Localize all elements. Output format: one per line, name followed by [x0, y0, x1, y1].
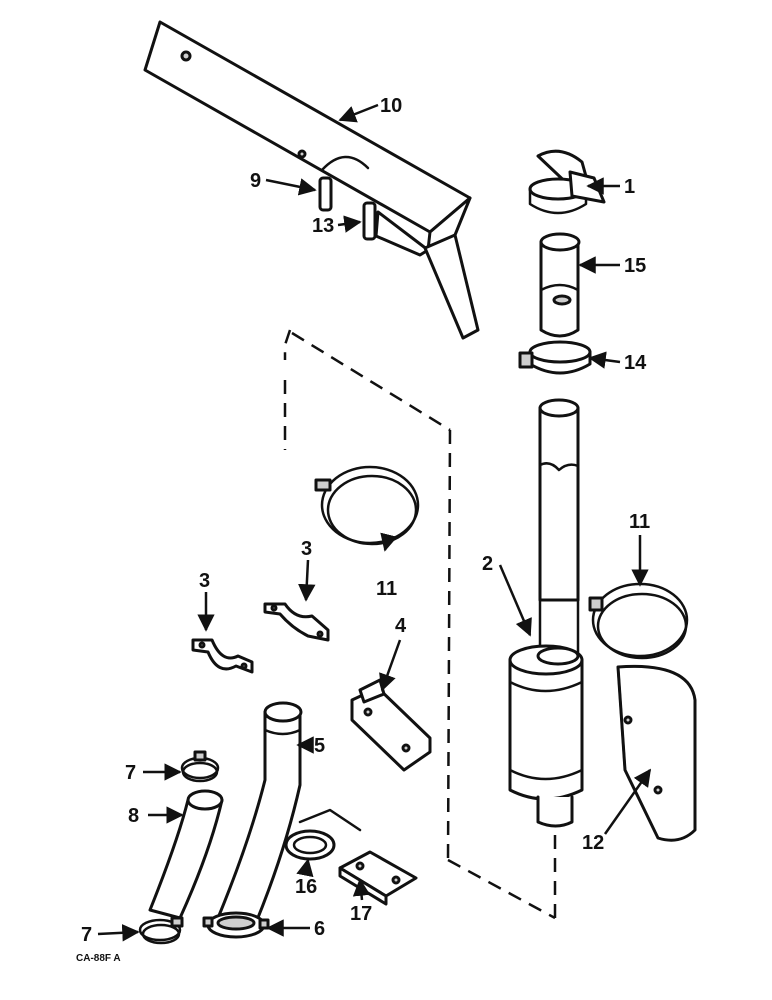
pin-part-9	[318, 176, 333, 212]
callout-7-upper: 7	[125, 762, 136, 784]
callout-8: 8	[128, 805, 139, 827]
heat-shield-part-12	[616, 664, 697, 842]
callout-10: 10	[380, 95, 402, 117]
callout-7-lower: 7	[81, 924, 92, 946]
band-clamp-part-11-right	[588, 582, 689, 660]
pipe-part-8	[148, 789, 224, 920]
pin-part-13	[362, 201, 377, 241]
alignment-dashed-outline	[283, 329, 557, 920]
muffler-shield-part-10	[143, 20, 480, 340]
elbow-pipe-part-5	[216, 701, 303, 927]
tube-part-15	[539, 232, 581, 338]
muffler-part-2	[508, 398, 584, 828]
leader-lines	[97, 103, 652, 942]
callout-labels: 1 2 3 3 4 5 6 7 7 8 9 10 11 11 12 13 14 …	[81, 95, 650, 946]
plate-part-17	[338, 850, 418, 906]
hose-clamp-part-7-lower	[138, 916, 184, 945]
bracket-part-4	[350, 678, 432, 772]
callout-16: 16	[295, 876, 317, 898]
callout-9: 9	[250, 170, 261, 192]
callout-14: 14	[624, 352, 647, 374]
drawing-code: CA-88F A	[76, 953, 121, 964]
callout-11-upper: 11	[376, 578, 397, 600]
strap-part-3-upper	[263, 602, 330, 642]
callout-15: 15	[624, 255, 646, 277]
strap-part-3-lower	[191, 638, 254, 674]
callout-3-lower: 3	[199, 570, 210, 592]
band-clamp-part-11-upper	[314, 465, 420, 546]
callout-12: 12	[582, 832, 604, 854]
callout-2: 2	[482, 553, 493, 575]
callout-5: 5	[314, 735, 325, 757]
callout-3-upper: 3	[301, 538, 312, 560]
callout-6: 6	[314, 918, 325, 940]
hose-clamp-part-7-upper	[180, 750, 220, 783]
callout-4: 4	[395, 615, 407, 637]
flange-part-6	[202, 911, 270, 939]
bracket-clamp-part-1	[528, 149, 606, 215]
gasket-part-16	[284, 808, 362, 861]
callout-13: 13	[312, 215, 334, 237]
callout-1: 1	[624, 176, 635, 198]
clamp-part-14	[518, 340, 592, 375]
callout-11-right: 11	[629, 511, 650, 533]
callout-17: 17	[350, 903, 372, 925]
